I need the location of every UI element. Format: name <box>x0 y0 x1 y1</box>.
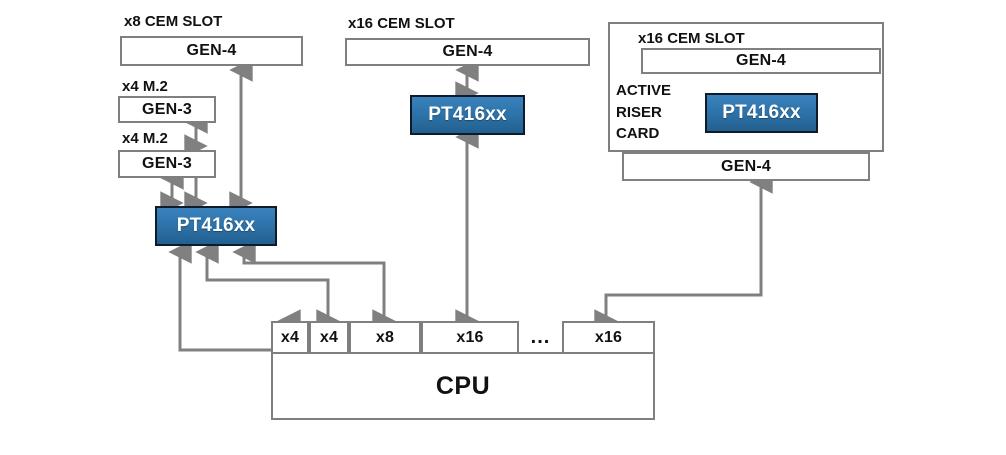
riser-pt416xx-label: PT416xx <box>722 102 801 123</box>
active-riser-card-label-line2: RISER <box>616 104 662 121</box>
cpu-port-x4-2-label: x4 <box>319 328 339 346</box>
cpu-port-x16-2: x16 <box>562 321 655 354</box>
x16-cem-slot-right-gen4-text: GEN-4 <box>736 52 786 69</box>
left-pt416xx-label: PT416xx <box>176 215 256 236</box>
cpu-port-ellipsis-label: ... <box>530 326 551 348</box>
x4-m2-lower-label: x4 M.2 <box>122 130 168 147</box>
x8-cem-slot-gen4-text: GEN-4 <box>186 42 237 59</box>
cpu-box: CPU <box>271 352 655 420</box>
x4-m2-lower-gen3-box: GEN-3 <box>118 150 216 178</box>
wire-cpu-x16-last-to-riser <box>594 170 773 333</box>
cpu-port-x16-1: x16 <box>421 321 519 354</box>
x4-m2-upper-label: x4 M.2 <box>122 78 168 95</box>
x16-cem-slot-middle-gen4-text: GEN-4 <box>442 43 493 60</box>
x4-m2-upper-gen3-text: GEN-3 <box>142 100 192 118</box>
middle-pt416xx-label: PT416xx <box>428 104 507 125</box>
x4-m2-lower-gen3-text: GEN-3 <box>142 155 192 172</box>
cpu-port-x16-1-label: x16 <box>456 328 484 346</box>
active-riser-card-label-line1: ACTIVE <box>616 82 672 99</box>
wire-cpu-x4-2-to-left-switch <box>195 240 340 333</box>
middle-pt416xx-switch: PT416xx <box>410 95 525 135</box>
x8-cem-slot-gen4-box: GEN-4 <box>120 36 303 66</box>
x4-m2-upper-gen3-box: GEN-3 <box>118 96 216 123</box>
cpu-port-x4-1-label: x4 <box>280 328 300 346</box>
cpu-port-x4-2: x4 <box>309 321 349 354</box>
riser-downlink-gen4-text: GEN-4 <box>721 157 771 175</box>
active-riser-card-label-line3: CARD <box>616 125 660 142</box>
left-pt416xx-switch: PT416xx <box>155 206 277 246</box>
cpu-port-x8: x8 <box>349 321 421 354</box>
wire-cpu-x8-to-left-switch <box>232 240 396 333</box>
cpu-label: CPU <box>435 371 491 400</box>
x16-cem-slot-middle-gen4-box: GEN-4 <box>345 38 590 66</box>
cpu-port-x4-1: x4 <box>271 321 309 354</box>
x16-cem-slot-right-label: x16 CEM SLOT <box>638 30 745 47</box>
riser-downlink-gen4-box: GEN-4 <box>622 152 870 181</box>
riser-pt416xx-switch: PT416xx <box>705 93 818 133</box>
x16-cem-slot-middle-label: x16 CEM SLOT <box>348 15 455 32</box>
x16-cem-slot-right-gen4-box: GEN-4 <box>641 48 881 74</box>
cpu-port-x8-label: x8 <box>375 328 395 346</box>
cpu-port-ellipsis: ... <box>519 321 562 354</box>
x8-cem-slot-label: x8 CEM SLOT <box>124 13 223 30</box>
cpu-port-x16-2-label: x16 <box>594 328 623 346</box>
